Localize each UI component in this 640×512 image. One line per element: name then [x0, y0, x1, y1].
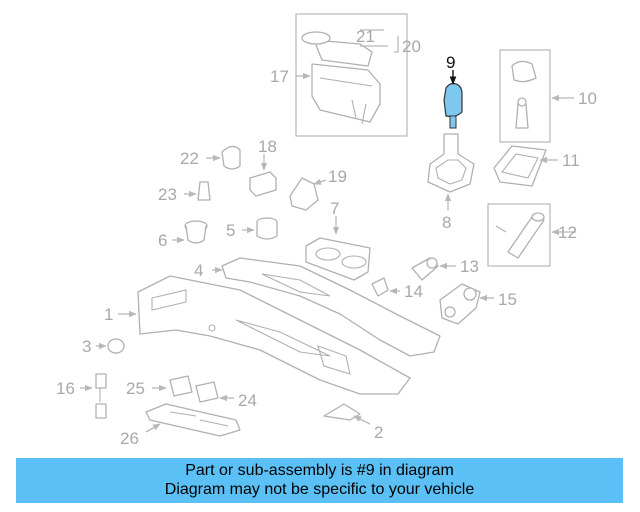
callout-10: 10 [578, 89, 597, 108]
armrest-group[interactable] [295, 13, 408, 137]
lamp-part-6[interactable] [172, 220, 208, 244]
cable-part-12[interactable] [487, 203, 576, 267]
callout-1: 1 [104, 305, 113, 324]
switch-part-25[interactable] [152, 375, 193, 397]
callout-3: 3 [82, 337, 91, 356]
callout-24: 24 [238, 391, 257, 410]
lid-pad-part-21 [301, 31, 331, 45]
cupholder-part-7[interactable] [305, 216, 371, 281]
info-banner: Part or sub-assembly is #9 in diagram Di… [16, 458, 623, 503]
callout-14: 14 [404, 282, 423, 301]
plug-part-14[interactable] [371, 277, 400, 297]
switch-part-24[interactable] [195, 381, 234, 403]
harness-part-16[interactable] [80, 373, 107, 419]
callout-18: 18 [258, 137, 277, 156]
bracket-part-19[interactable] [289, 177, 327, 211]
knob-variants-part-10[interactable] [499, 49, 574, 143]
shift-knob-body [443, 82, 463, 118]
callout-22: 22 [180, 149, 199, 168]
callout-4: 4 [194, 261, 203, 280]
shift-knob-stem [449, 115, 457, 129]
callout-2: 2 [374, 423, 383, 442]
plug-part-3[interactable] [96, 338, 125, 354]
callout-12: 12 [558, 223, 577, 242]
bezel-part-11[interactable] [493, 145, 558, 187]
banner-line-1: Part or sub-assembly is #9 in diagram [185, 462, 454, 479]
bracket-part-2[interactable] [323, 403, 371, 425]
armrest-lid-part-21[interactable] [313, 39, 373, 67]
parts-diagram: 21 20 17 9 10 8 11 12 [56, 13, 597, 448]
switch-part-5[interactable] [242, 217, 278, 240]
callout-7: 7 [330, 199, 339, 218]
connector-part-13[interactable] [411, 257, 456, 281]
callout-11: 11 [562, 151, 580, 170]
callout-20: 20 [402, 37, 421, 56]
shift-knob-part-9[interactable] [443, 70, 463, 129]
trim-part-26[interactable] [145, 403, 241, 437]
callout-19: 19 [328, 167, 347, 186]
callout-23: 23 [158, 185, 177, 204]
trim-panel-part-4[interactable] [212, 257, 441, 357]
socket-part-15[interactable] [439, 283, 494, 325]
callout-5: 5 [226, 221, 235, 240]
console-body-part-1[interactable] [118, 275, 411, 395]
armrest-frame [295, 13, 408, 137]
callout-16: 16 [56, 379, 75, 398]
callout-25: 25 [126, 379, 145, 398]
callout-6: 6 [158, 231, 167, 250]
callout-17: 17 [270, 67, 289, 86]
callout-26: 26 [120, 429, 139, 448]
banner-line-2: Diagram may not be specific to your vehi… [164, 481, 475, 498]
clip-part-23[interactable] [184, 181, 211, 201]
callout-9: 9 [446, 53, 455, 72]
callout-15: 15 [498, 290, 517, 309]
callout-21: 21 [356, 27, 375, 46]
cap-part-22[interactable] [206, 145, 241, 170]
callout-8: 8 [442, 213, 451, 232]
module-part-18[interactable] [249, 154, 277, 197]
shift-boot-part-8[interactable] [427, 133, 475, 210]
armrest-base-part-20[interactable] [311, 63, 381, 123]
callout-13: 13 [460, 257, 479, 276]
